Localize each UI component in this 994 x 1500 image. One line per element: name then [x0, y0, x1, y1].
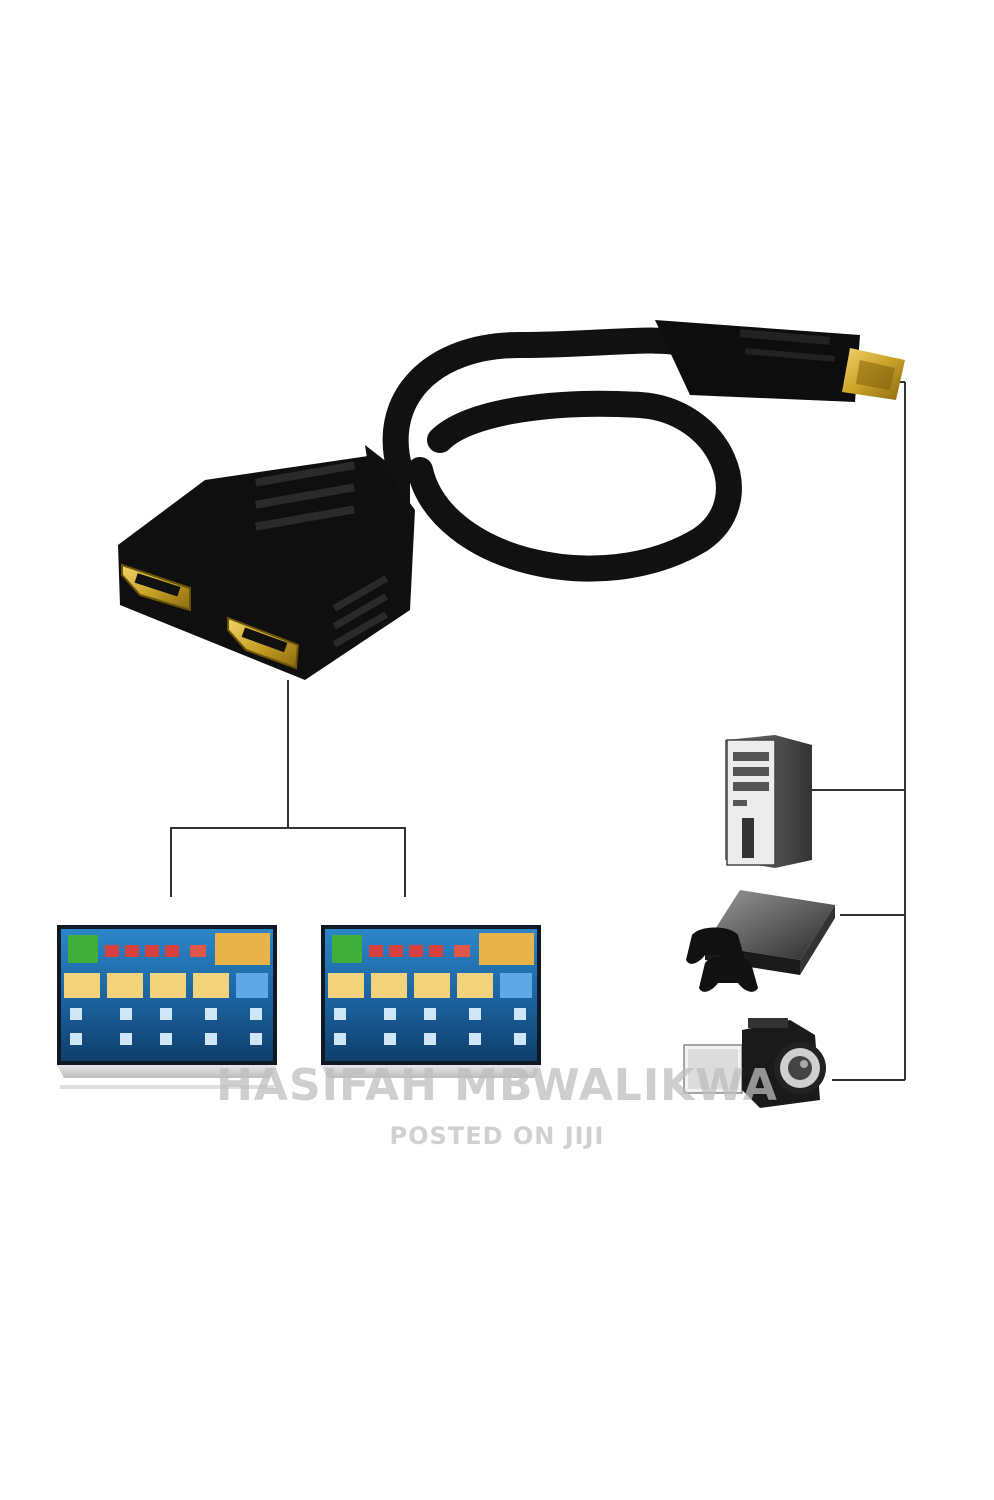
tv-icon: [57, 925, 277, 1089]
connection-lines: [170, 381, 906, 1081]
watermark-subtitle: POSTED ON JIJI: [389, 1122, 605, 1150]
tv-icon: [321, 925, 541, 1078]
game-console-icon: [686, 890, 835, 992]
watermark-name: HASIFAH MBWALIKWA: [216, 1060, 778, 1111]
pc-tower-icon: [725, 735, 812, 868]
hdmi-splitter-icon: [118, 320, 905, 680]
camcorder-icon: [683, 1018, 826, 1108]
